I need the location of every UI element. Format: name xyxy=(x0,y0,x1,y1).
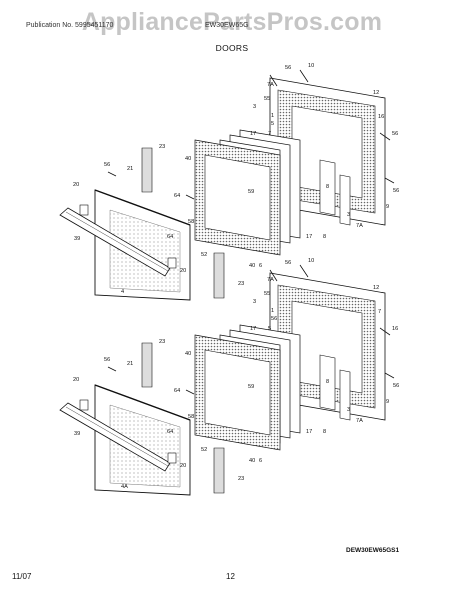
callout-label: 20 xyxy=(180,268,186,274)
callout-label: 56 xyxy=(285,260,291,266)
callout-label: 40 xyxy=(249,458,255,464)
callout-label: 6 xyxy=(259,263,262,269)
callout-label: 1 xyxy=(271,113,274,119)
callout-label: 39 xyxy=(74,431,80,437)
callout-label: 40 xyxy=(249,263,255,269)
callout-label: 7A xyxy=(356,223,363,229)
callout-label: 6 xyxy=(259,458,262,464)
callout-label: 56 xyxy=(271,316,277,322)
callout-label: 64 xyxy=(174,388,180,394)
callout-label: 7 xyxy=(378,309,381,315)
callout-label: 64 xyxy=(174,193,180,199)
callout-label: 21 xyxy=(127,361,133,367)
callout-label: 7A xyxy=(356,418,363,424)
callout-label: 17 xyxy=(306,234,312,240)
callout-label: 10 xyxy=(308,258,314,264)
drawing-code: DEW30EW65GS1 xyxy=(346,547,400,554)
callout-label: 56 xyxy=(285,65,291,71)
callout-label: 56 xyxy=(104,162,110,168)
watermark: AppliancePartsPros.com xyxy=(81,8,383,36)
callout-label: 12 xyxy=(373,90,379,96)
callout-label: 58 xyxy=(188,219,194,225)
callout-label: 9 xyxy=(386,399,389,405)
callout-label: 39 xyxy=(74,236,80,242)
callout-label: 55 xyxy=(264,96,270,102)
callout-label: 4A xyxy=(121,484,128,490)
callout-label: 17 xyxy=(250,131,256,137)
callout-label: 8 xyxy=(323,429,326,435)
callout-label: 59 xyxy=(248,189,254,195)
callout-label: 64 xyxy=(167,234,173,240)
callout-label: 17 xyxy=(250,326,256,332)
callout-label: 21 xyxy=(127,166,133,172)
callout-label: 56 xyxy=(392,131,398,137)
callout-label: 3 xyxy=(347,212,350,218)
callout-label: 20 xyxy=(73,377,79,383)
callout-label: 10 xyxy=(308,63,314,69)
callout-label: 52 xyxy=(201,447,207,453)
callout-label: 17 xyxy=(306,429,312,435)
callout-label: 40 xyxy=(185,351,191,357)
callout-label: 5 xyxy=(271,121,274,127)
callout-label: 8 xyxy=(323,234,326,240)
callout-label: 56 xyxy=(393,383,399,389)
page-number: 12 xyxy=(226,572,235,581)
callout-label: 59 xyxy=(248,384,254,390)
callout-label: 20 xyxy=(73,182,79,188)
callout-label: 52 xyxy=(201,252,207,258)
callout-label: 3 xyxy=(347,407,350,413)
callout-label: 9 xyxy=(386,204,389,210)
model-number: EW30EW65G xyxy=(205,22,249,29)
callout-label: 23 xyxy=(238,476,244,482)
callout-label: 20 xyxy=(180,463,186,469)
callout-label: 3 xyxy=(253,299,256,305)
callout-label: 58 xyxy=(188,414,194,420)
callout-label: 8 xyxy=(326,184,329,190)
callout-label: 56 xyxy=(104,357,110,363)
callout-label: 64 xyxy=(167,429,173,435)
callout-label: 3 xyxy=(253,104,256,110)
callout-label: 1 xyxy=(271,308,274,314)
callout-label: 56 xyxy=(393,188,399,194)
callout-label: 12 xyxy=(373,285,379,291)
publication-number: Publication No. 5995451170 xyxy=(26,22,114,29)
callout-label: 23 xyxy=(159,339,165,345)
callout-label: 7 xyxy=(268,131,271,137)
callout-label: 23 xyxy=(238,281,244,287)
callout-label: 16 xyxy=(378,114,384,120)
callout-label: 23 xyxy=(159,144,165,150)
callout-label: 16 xyxy=(392,326,398,332)
callout-label: 40 xyxy=(185,156,191,162)
callout-label: 8 xyxy=(326,379,329,385)
callout-label: 7A xyxy=(267,82,274,88)
section-title: DOORS xyxy=(215,43,249,53)
callout-label: 4 xyxy=(121,289,124,295)
callout-label: 7A xyxy=(267,277,274,283)
callout-label: 55 xyxy=(264,291,270,297)
footer-date: 11/07 xyxy=(12,572,32,581)
callout-label: 5 xyxy=(268,326,271,332)
